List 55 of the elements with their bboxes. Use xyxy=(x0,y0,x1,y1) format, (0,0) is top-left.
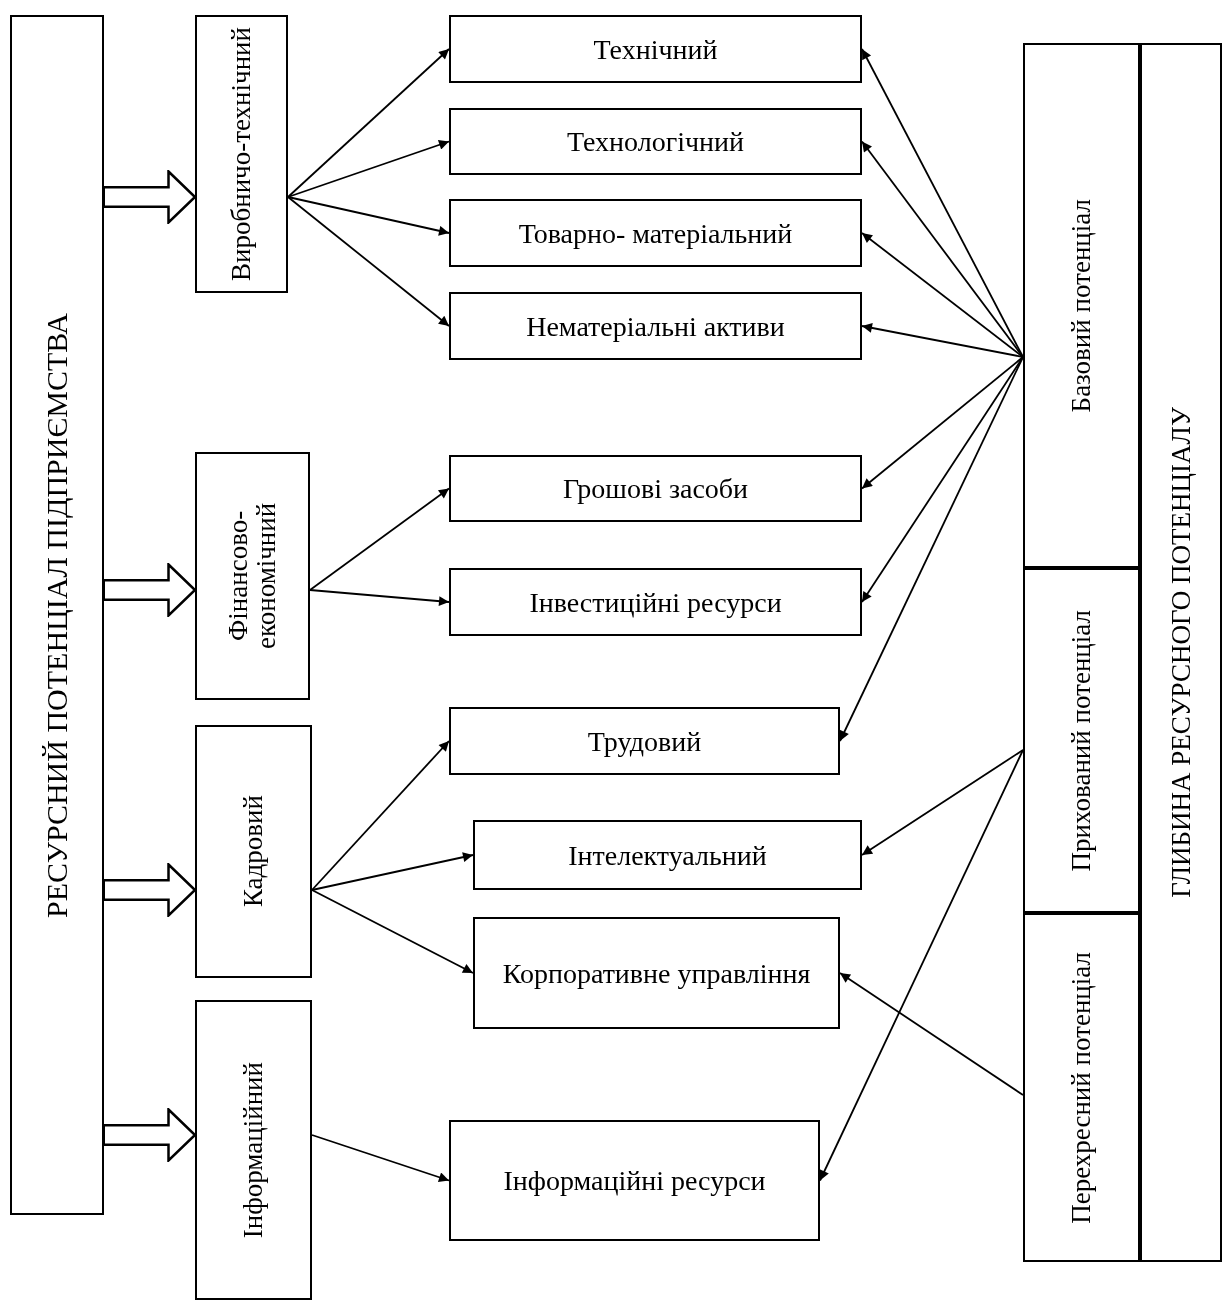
arrow xyxy=(861,323,1024,358)
arrow xyxy=(861,749,1024,856)
resource-box xyxy=(449,455,862,522)
resource-box xyxy=(449,292,862,360)
potential-box xyxy=(1023,913,1140,1262)
arrow xyxy=(861,140,1024,358)
arrow xyxy=(861,232,1024,358)
box-label: Інформаційні ресурси xyxy=(502,1164,767,1198)
box-label: Товарно- матеріальний xyxy=(517,216,794,251)
box-label: Грошові засоби xyxy=(561,472,750,506)
category-box xyxy=(195,1000,312,1300)
category-box xyxy=(195,452,310,700)
box-label: Технічний xyxy=(592,32,719,67)
box-label: Технологічний xyxy=(566,125,745,159)
arrow xyxy=(287,196,450,327)
arrow xyxy=(311,852,474,891)
arrow xyxy=(311,889,474,974)
arrow xyxy=(287,196,450,236)
arrow xyxy=(287,140,450,198)
resource-box xyxy=(449,108,862,175)
box-label: Нематеріальні активи xyxy=(525,309,786,344)
potential-box xyxy=(1023,568,1140,913)
resource-box xyxy=(449,199,862,267)
box-label: РЕСУРСНИЙ ПОТЕНЦІАЛ ПІДПРИЄМСТВА xyxy=(41,312,73,918)
resource-box xyxy=(473,917,840,1029)
box-label: Інформаційний xyxy=(239,1061,268,1239)
arrow xyxy=(311,740,450,891)
box-label: ГЛИБИНА РЕСУРСНОГО ПОТЕНЦІАЛУ xyxy=(1166,407,1196,898)
box-label: Перехресний потенціал xyxy=(1067,951,1096,1224)
resource-box xyxy=(449,707,840,775)
box-label: Трудовий xyxy=(586,724,703,759)
arrow xyxy=(309,487,450,591)
title-box xyxy=(10,15,104,1215)
box-label: Базовий потенціал xyxy=(1067,198,1096,413)
arrow xyxy=(819,749,1024,1182)
category-box xyxy=(195,15,288,293)
resource-box xyxy=(449,15,862,83)
depth-box xyxy=(1140,43,1222,1262)
potential-box xyxy=(1023,43,1140,568)
category-box xyxy=(195,725,312,978)
arrow xyxy=(287,48,450,198)
box-label: Інтелектуальний xyxy=(567,838,768,873)
box-label: Фінансово-економічний xyxy=(224,501,281,652)
resource-box xyxy=(473,820,862,890)
arrow xyxy=(309,589,450,607)
arrow xyxy=(311,1134,450,1183)
box-label: Кадровий xyxy=(239,795,268,908)
resource-box xyxy=(449,568,862,636)
resource-box xyxy=(449,1120,820,1241)
arrow xyxy=(839,972,1024,1096)
box-label: Корпоративне управління xyxy=(501,956,812,991)
box-label: Інвестиційні ресурси xyxy=(528,585,783,620)
box-label: Виробничо-технічний xyxy=(227,27,256,281)
arrow xyxy=(861,356,1024,490)
box-label: Прихований потенціал xyxy=(1067,609,1096,872)
